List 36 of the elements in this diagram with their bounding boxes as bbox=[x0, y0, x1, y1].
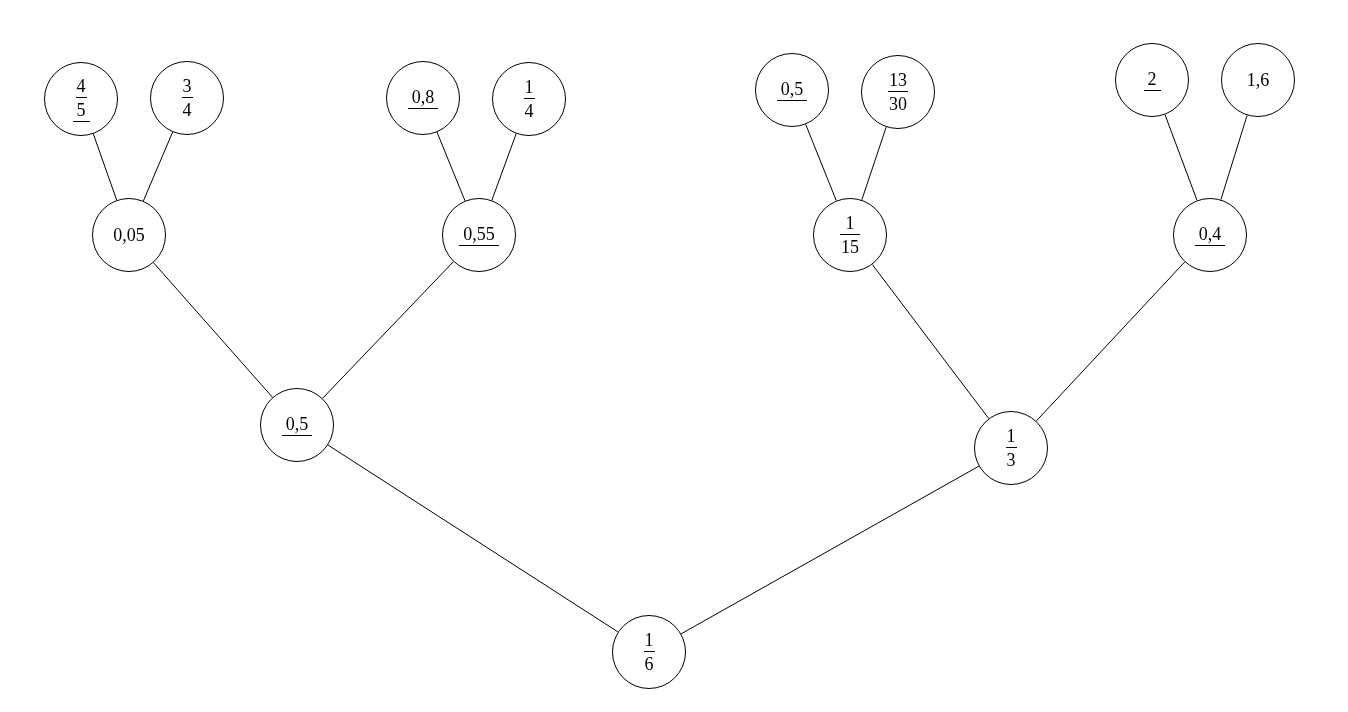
numerator: 1 bbox=[1006, 426, 1016, 446]
connector-line bbox=[680, 465, 980, 635]
number-label: 0,8 bbox=[407, 87, 439, 109]
connector-line bbox=[871, 264, 990, 419]
denominator: 4 bbox=[524, 101, 534, 121]
numerator: 1 bbox=[644, 630, 654, 650]
connector-line bbox=[153, 262, 273, 398]
connector-line bbox=[1220, 114, 1248, 201]
connector-line bbox=[327, 444, 619, 633]
number-label: 0,05 bbox=[113, 225, 145, 245]
number-label: 0,4 bbox=[1194, 224, 1226, 246]
connector-line bbox=[1035, 261, 1186, 422]
connector-line bbox=[322, 261, 454, 399]
denominator: 15 bbox=[841, 237, 859, 257]
denominator: 5 bbox=[72, 100, 90, 122]
denominator: 4 bbox=[182, 100, 192, 120]
denominator: 3 bbox=[1006, 450, 1016, 470]
numerator: 1 bbox=[845, 213, 855, 233]
number-label: 0,55 bbox=[459, 224, 499, 246]
connector-line bbox=[805, 123, 837, 202]
connector-line bbox=[142, 131, 174, 202]
numerator: 13 bbox=[889, 70, 907, 90]
numerator: 3 bbox=[182, 76, 192, 96]
denominator: 30 bbox=[889, 94, 907, 114]
connector-line bbox=[436, 131, 466, 202]
connector-line bbox=[491, 133, 517, 201]
denominator: 6 bbox=[644, 654, 654, 674]
numerator: 4 bbox=[76, 76, 86, 96]
numerator: 1 bbox=[524, 77, 534, 97]
number-label: 0,5 bbox=[281, 414, 313, 436]
connector-line bbox=[861, 126, 887, 201]
number-label: 1,6 bbox=[1246, 70, 1270, 90]
number-label: 2 bbox=[1143, 69, 1161, 91]
number-label: 0,5 bbox=[776, 79, 808, 101]
connector-line bbox=[92, 133, 118, 201]
connector-line bbox=[1164, 114, 1198, 201]
